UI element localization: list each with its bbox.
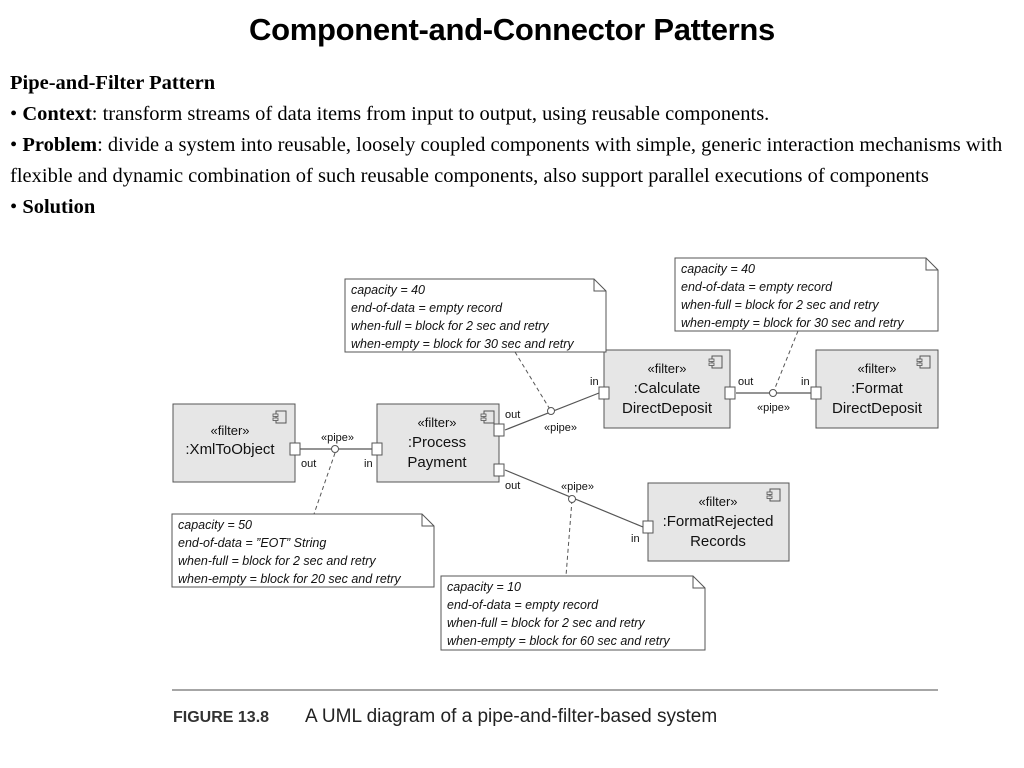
solution-bullet: • Solution [10,192,1015,223]
component-icon [708,355,723,369]
note-line: when-full = block for 2 sec and retry [447,616,645,630]
port-label-out: out [738,376,753,388]
port-format-in [810,386,822,400]
port-label-out: out [505,480,520,492]
context-bullet: • Context: transform streams of data ite… [10,99,1015,130]
anchor-line-bottom [565,499,573,577]
note-line: capacity = 40 [681,262,755,276]
component-icon [480,410,495,424]
note-line: end-of-data = empty record [681,280,833,294]
problem-label: Problem [22,134,98,156]
component-name: Records [690,533,746,550]
component-icon [272,410,287,424]
pipe-circle [568,495,576,503]
component-xmltoobject: «filter» :XmlToObject [172,403,296,483]
pipe-label: «pipe» [544,422,577,434]
pipe-circles [331,389,777,503]
component-name: DirectDeposit [832,400,923,417]
pipe-label: «pipe» [561,481,594,493]
port-process-out-top [493,423,505,437]
port-process-out-bottom [493,463,505,477]
port-label-in: in [590,376,599,388]
note-line: capacity = 50 [178,518,252,532]
note-line: end-of-data = empty record [351,301,503,315]
note-line: when-full = block for 2 sec and retry [178,554,376,568]
anchor-line-right [772,330,799,394]
note-line: end-of-data = empty record [447,598,599,612]
slide-title: Component-and-Connector Patterns [248,12,775,47]
note-anchor-lines [313,330,799,577]
note-top: capacity = 40 end-of-data = empty record… [344,278,607,353]
bullet-glyph: • [10,103,18,125]
note-left: capacity = 50 end-of-data = ”EOT” String… [171,513,435,588]
note-line: when-empty = block for 60 sec and retry [447,634,670,648]
note-line: when-empty = block for 30 sec and retry [681,316,904,330]
port-xml-out [289,442,301,456]
note-line: when-full = block for 2 sec and retry [681,298,879,312]
pipe-circle [769,389,777,397]
pipe-label: «pipe» [321,432,354,444]
problem-bullet: • Problem: divide a system into reusable… [10,130,1015,192]
port-process-in [371,442,383,456]
pipe-labels: «pipe» «pipe» «pipe» «pipe» [321,402,790,493]
pipe-label: «pipe» [757,402,790,414]
port-calc-out [724,386,736,400]
port-calc-in [598,386,610,400]
component-name: :Format [851,380,904,397]
port-label-out: out [301,458,316,470]
note-line: when-empty = block for 20 sec and retry [178,572,401,586]
component-formatdirectdeposit: «filter» :Format DirectDeposit [815,349,939,429]
component-processpayment: «filter» :Process Payment [376,403,500,483]
pipe-circle [547,407,555,415]
note-line: when-empty = block for 30 sec and retry [351,337,574,351]
component-formatrejectedrecords: «filter» :FormatRejected Records [647,482,790,562]
component-icon [766,488,781,502]
component-calculatedirectdeposit: «filter» :Calculate DirectDeposit [603,349,731,429]
component-stereotype: «filter» [210,423,249,438]
solution-label: Solution [22,196,96,218]
component-stereotype: «filter» [698,494,737,509]
component-name: :Process [408,434,466,451]
figure-caption: A UML diagram of a pipe-and-filter-based… [305,706,717,727]
anchor-line-top [514,351,552,412]
pattern-heading: Pipe-and-Filter Pattern [10,72,216,94]
note-line: end-of-data = ”EOT” String [178,536,326,550]
note-bottom: capacity = 10 end-of-data = empty record… [440,575,706,651]
bullet-glyph: • [10,196,18,218]
pipe-circle [331,445,339,453]
figure-label: FIGURE 13.8 [173,709,269,726]
component-stereotype: «filter» [857,361,896,376]
port-label-in: in [801,376,810,388]
component-stereotype: «filter» [417,415,456,430]
note-line: capacity = 40 [351,283,425,297]
component-name: :XmlToObject [185,441,275,458]
note-line: when-full = block for 2 sec and retry [351,319,549,333]
note-right: capacity = 40 end-of-data = empty record… [674,257,939,332]
port-label-in: in [631,533,640,545]
slide-body: Pipe-and-Filter Pattern • Context: trans… [10,68,1015,223]
port-labels: out in out out in out in in [301,376,810,545]
component-name: :FormatRejected [663,513,774,530]
note-line: capacity = 10 [447,580,521,594]
ports [289,386,822,534]
context-label: Context [22,103,92,125]
bullet-glyph: • [10,134,18,156]
component-name: Payment [407,454,467,471]
anchor-line-left [313,452,336,515]
component-stereotype: «filter» [647,361,686,376]
problem-text: : divide a system into reusable, loosely… [10,134,1003,187]
port-label-in: in [364,458,373,470]
context-text: : transform streams of data items from i… [91,103,770,125]
port-rejected-in [642,520,654,534]
component-name: :Calculate [634,380,701,397]
component-name: DirectDeposit [622,400,713,417]
component-icon [916,355,931,369]
port-label-out: out [505,409,520,421]
